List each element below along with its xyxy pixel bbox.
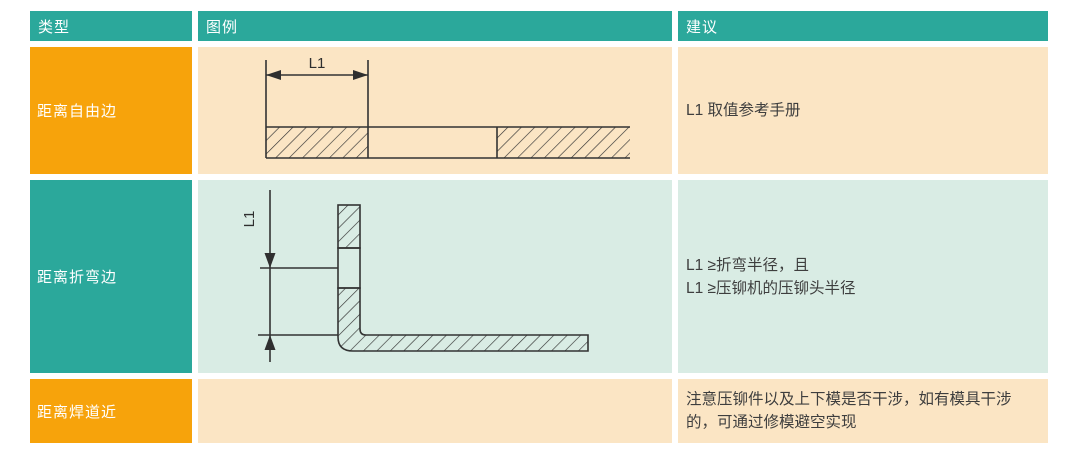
sheet-outline	[265, 60, 630, 159]
suggestion-text-line1: L1 ≥折弯半径，且	[686, 256, 810, 274]
suggestion-text-line2: L1 ≥压铆机的压铆头半径	[686, 279, 856, 297]
free-edge-diagram: L1	[265, 55, 630, 159]
dimension-arrow-down	[264, 253, 276, 268]
hatched-section-right	[497, 127, 630, 158]
header-cell-suggestion: 建议	[678, 11, 1048, 41]
row-bend-edge-type: 距离折弯边	[30, 180, 192, 373]
dimension-arrow-left	[266, 70, 281, 80]
row-free-edge-legend: L1	[198, 47, 672, 174]
guideline-table: 类型 图例 建议 距离自由边 L1 L1 取	[30, 11, 1048, 443]
bend-edge-diagram: L1	[241, 190, 589, 362]
l1-dimension-label: L1	[241, 211, 258, 228]
row-bend-edge-legend: L1	[198, 180, 672, 373]
dimension-arrow-up	[264, 335, 276, 350]
row-weld-seam-type: 距离焊道近	[30, 379, 192, 443]
row-free-edge-suggestion: L1 取值参考手册	[678, 47, 1048, 174]
flange-upper-hatch	[338, 205, 360, 248]
header-cell-legend: 图例	[198, 11, 672, 41]
suggestion-text: 注意压铆件以及上下模是否干涉，如有模具干涉的，可通过修模避空实现	[686, 391, 1012, 431]
header-cell-type: 类型	[30, 11, 192, 41]
dimension-lines	[258, 190, 338, 362]
row-free-edge-type: 距离自由边	[30, 47, 192, 174]
hatched-section-left	[266, 127, 368, 158]
l1-dimension-label: L1	[309, 55, 326, 72]
bent-sheet-cross-section	[337, 287, 589, 352]
row-bend-edge-suggestion: L1 ≥折弯半径，且 L1 ≥压铆机的压铆头半径	[678, 180, 1048, 373]
row-weld-seam-suggestion: 注意压铆件以及上下模是否干涉，如有模具干涉的，可通过修模避空实现	[678, 379, 1048, 443]
suggestion-text: L1 取值参考手册	[686, 102, 801, 119]
row-weld-seam-legend	[198, 379, 672, 443]
dimension-arrow-right	[353, 70, 368, 80]
